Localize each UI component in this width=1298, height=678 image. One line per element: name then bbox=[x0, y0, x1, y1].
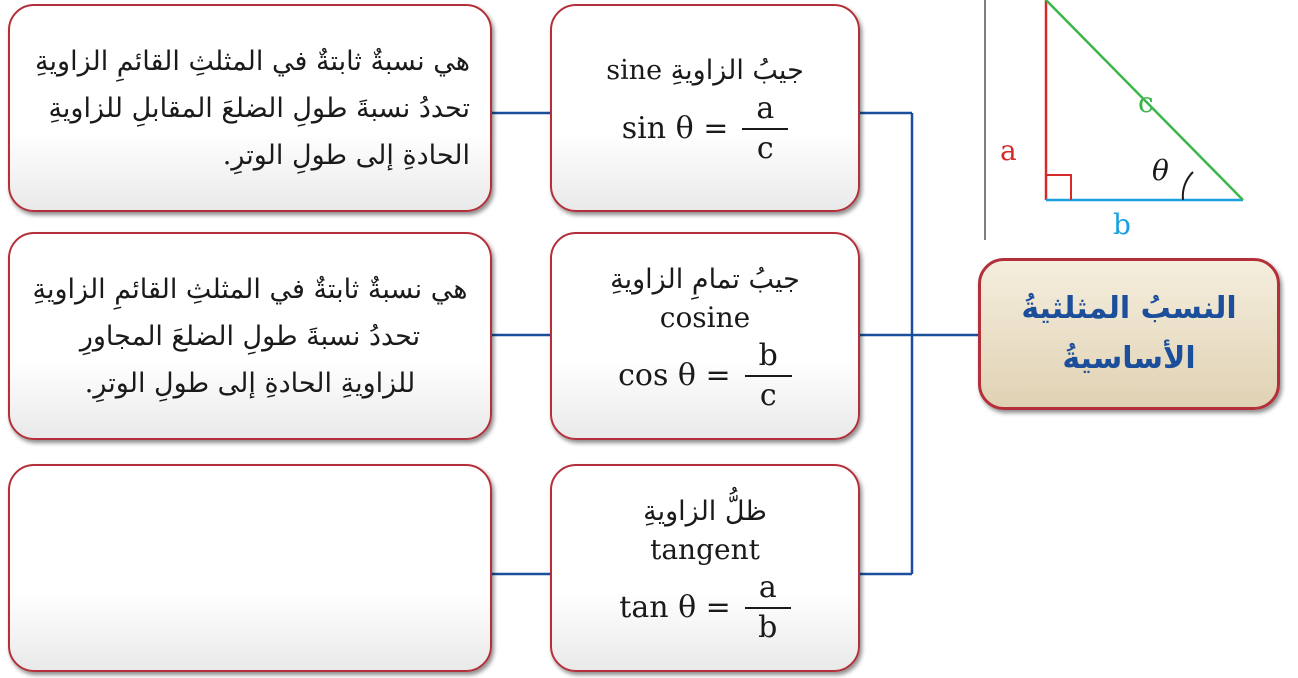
tangent-denominator: b bbox=[758, 610, 778, 645]
tangent-formula-lhs: tan θ = bbox=[619, 590, 731, 625]
triangle-label-c: c bbox=[1138, 86, 1154, 119]
sine-box: جيبُ الزاويةِ sine sin θ = a c bbox=[550, 4, 860, 212]
cosine-formula: cos θ = b c bbox=[618, 341, 792, 411]
cosine-numerator: b bbox=[744, 341, 792, 377]
tangent-name-ar: ظلُّ الزاويةِ bbox=[643, 496, 767, 527]
angle-arc bbox=[1181, 171, 1194, 201]
cosine-fraction: b c bbox=[744, 341, 792, 413]
main-title-box: النسبُ المثلثيةُ الأساسيةُ bbox=[978, 258, 1280, 410]
sine-formula: sin θ = a c bbox=[621, 94, 789, 166]
sine-definition-box: هي نسبةٌ ثابتةٌ في المثلثِ القائمِ الزاو… bbox=[8, 4, 492, 212]
cosine-definition-line1: هي نسبةٌ ثابتةٌ في المثلثِ القائمِ الزاو… bbox=[32, 273, 468, 305]
sine-name: جيبُ الزاويةِ sine bbox=[606, 55, 804, 86]
triangle-label-a: a bbox=[1000, 134, 1017, 167]
cosine-box: جيبُ تمامِ الزاويةِ cosine cos θ = b c bbox=[550, 232, 860, 440]
triangle-label-theta: θ bbox=[1152, 154, 1169, 187]
tangent-box: ظلُّ الزاويةِ tangent tan θ = a b bbox=[550, 464, 860, 672]
cosine-denominator: c bbox=[759, 378, 777, 413]
sine-definition-line1: هي نسبةٌ ثابتةٌ في المثلثِ القائمِ الزاو… bbox=[35, 45, 470, 77]
right-angle-marker bbox=[1046, 174, 1072, 200]
sine-fraction: a c bbox=[742, 94, 789, 166]
side-c-line bbox=[1045, 0, 1244, 201]
tangent-formula: tan θ = a b bbox=[619, 573, 791, 645]
main-title-line1: النسبُ المثلثيةُ bbox=[1021, 291, 1237, 326]
tangent-numerator: a bbox=[744, 573, 791, 609]
cosine-formula-lhs: cos θ = bbox=[618, 358, 731, 393]
cosine-definition-box: هي نسبةٌ ثابتةٌ في المثلثِ القائمِ الزاو… bbox=[8, 232, 492, 440]
sine-definition-line3: الحادةِ إلى طولِ الوترِ. bbox=[222, 139, 470, 171]
cosine-name-en: cosine bbox=[659, 301, 751, 334]
tangent-fraction: a b bbox=[744, 573, 791, 645]
sine-numerator: a bbox=[742, 94, 789, 130]
sine-formula-lhs: sin θ = bbox=[621, 111, 729, 146]
cosine-definition-line3: للزاويةِ الحادةِ إلى طولِ الوترِ. bbox=[84, 367, 416, 399]
tangent-name-en: tangent bbox=[650, 533, 760, 566]
cosine-definition-line2: تحددُ نسبةَ طولِ الضلعَ المجاورِ bbox=[79, 320, 421, 352]
tangent-definition-box bbox=[8, 464, 492, 672]
triangle-label-b: b bbox=[1113, 208, 1131, 241]
cosine-name-ar: جيبُ تمامِ الزاويةِ bbox=[610, 264, 800, 295]
right-triangle-figure bbox=[984, 0, 1244, 240]
sine-denominator: c bbox=[756, 131, 774, 166]
main-title-line2: الأساسيةُ bbox=[1062, 341, 1196, 376]
sine-definition-line2: تحددُ نسبةَ طولِ الضلعَ المقابلِ للزاوية… bbox=[48, 92, 470, 124]
